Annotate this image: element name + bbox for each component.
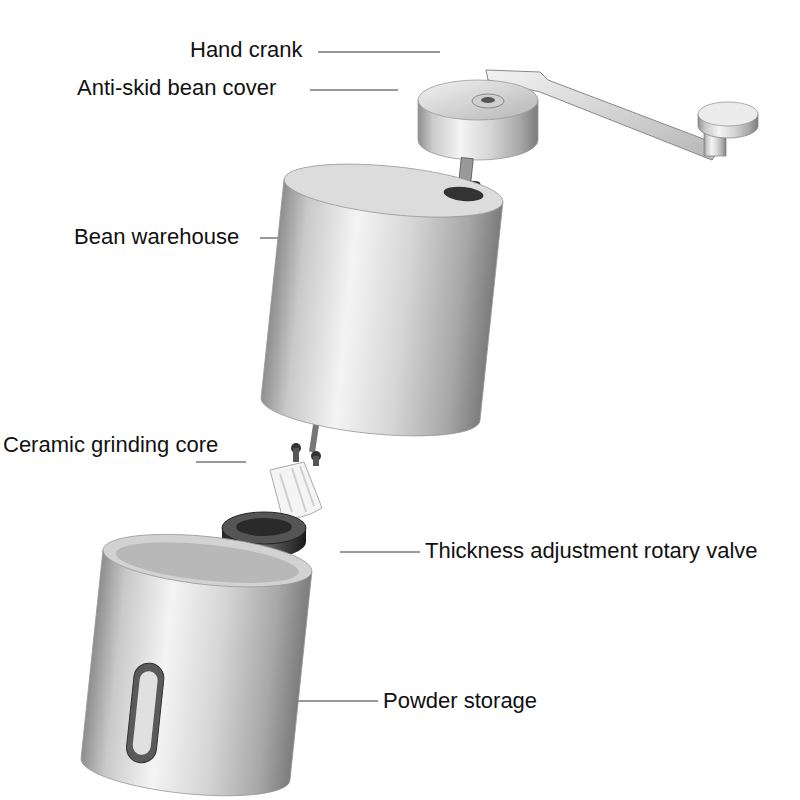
bean-cover <box>418 80 538 160</box>
part-label: Hand crank <box>190 37 303 63</box>
ceramic-core <box>270 443 322 518</box>
part-label: Powder storage <box>383 688 537 714</box>
part-label: Thickness adjustment rotary valve <box>425 538 758 564</box>
drive-shaft <box>312 425 316 452</box>
part-label: Bean warehouse <box>74 224 239 250</box>
part-label: Anti-skid bean cover <box>77 75 276 101</box>
bean-warehouse <box>259 139 507 444</box>
part-label: Ceramic grinding core <box>3 432 218 458</box>
powder-storage <box>79 526 315 800</box>
